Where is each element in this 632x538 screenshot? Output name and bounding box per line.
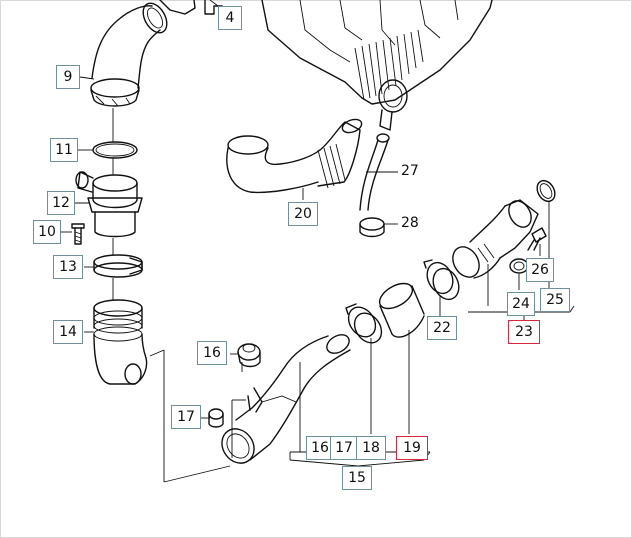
callout-23[interactable]: 23 bbox=[508, 320, 540, 344]
label-27[interactable]: 27 bbox=[401, 163, 419, 179]
part-25-o-ring bbox=[536, 179, 556, 203]
part-13-clamp bbox=[93, 254, 143, 278]
callout-9[interactable]: 9 bbox=[56, 65, 80, 89]
callout-18[interactable]: 18 bbox=[356, 436, 386, 460]
callout-17-lower[interactable]: 17 bbox=[330, 436, 358, 460]
part-17-plug bbox=[208, 408, 224, 428]
part-20-hose bbox=[226, 118, 363, 194]
callout-25[interactable]: 25 bbox=[540, 288, 570, 312]
part-28-clamp bbox=[359, 217, 385, 238]
part-10-screw bbox=[71, 223, 85, 245]
part-18-clamp bbox=[345, 303, 383, 344]
callout-12[interactable]: 12 bbox=[47, 191, 75, 215]
part-15-duct bbox=[221, 334, 351, 464]
callout-24[interactable]: 24 bbox=[507, 292, 535, 316]
callout-10[interactable]: 10 bbox=[33, 220, 61, 244]
part-19-sleeve bbox=[378, 282, 425, 338]
part-25-o-ring-inner bbox=[539, 183, 553, 199]
callout-13[interactable]: 13 bbox=[53, 255, 83, 279]
callout-4[interactable]: 4 bbox=[218, 6, 242, 30]
part-24-ring-inner bbox=[513, 261, 525, 271]
part-4-clip bbox=[159, 0, 223, 15]
callout-17-upper[interactable]: 17 bbox=[171, 405, 201, 429]
callout-11[interactable]: 11 bbox=[50, 138, 78, 162]
leader-lines bbox=[60, 0, 575, 483]
part-14-bellows bbox=[93, 299, 148, 385]
callout-26[interactable]: 26 bbox=[526, 258, 554, 282]
part-9-elbow bbox=[90, 2, 168, 107]
callout-16-upper[interactable]: 16 bbox=[197, 341, 227, 365]
callout-14[interactable]: 14 bbox=[53, 320, 83, 344]
callout-20[interactable]: 20 bbox=[288, 202, 318, 226]
part-12-flange bbox=[75, 171, 143, 238]
part-11-o-ring-inner bbox=[95, 143, 135, 157]
part-16-grommet bbox=[237, 343, 261, 368]
part-22-clamp bbox=[423, 259, 460, 301]
part-23-connector bbox=[452, 199, 539, 279]
callout-22[interactable]: 22 bbox=[427, 316, 457, 340]
callout-15[interactable]: 15 bbox=[342, 466, 372, 490]
air-filter-housing bbox=[261, 0, 493, 131]
callout-19[interactable]: 19 bbox=[396, 436, 428, 460]
label-28[interactable]: 28 bbox=[401, 215, 419, 231]
part-26-bolt bbox=[527, 227, 547, 251]
